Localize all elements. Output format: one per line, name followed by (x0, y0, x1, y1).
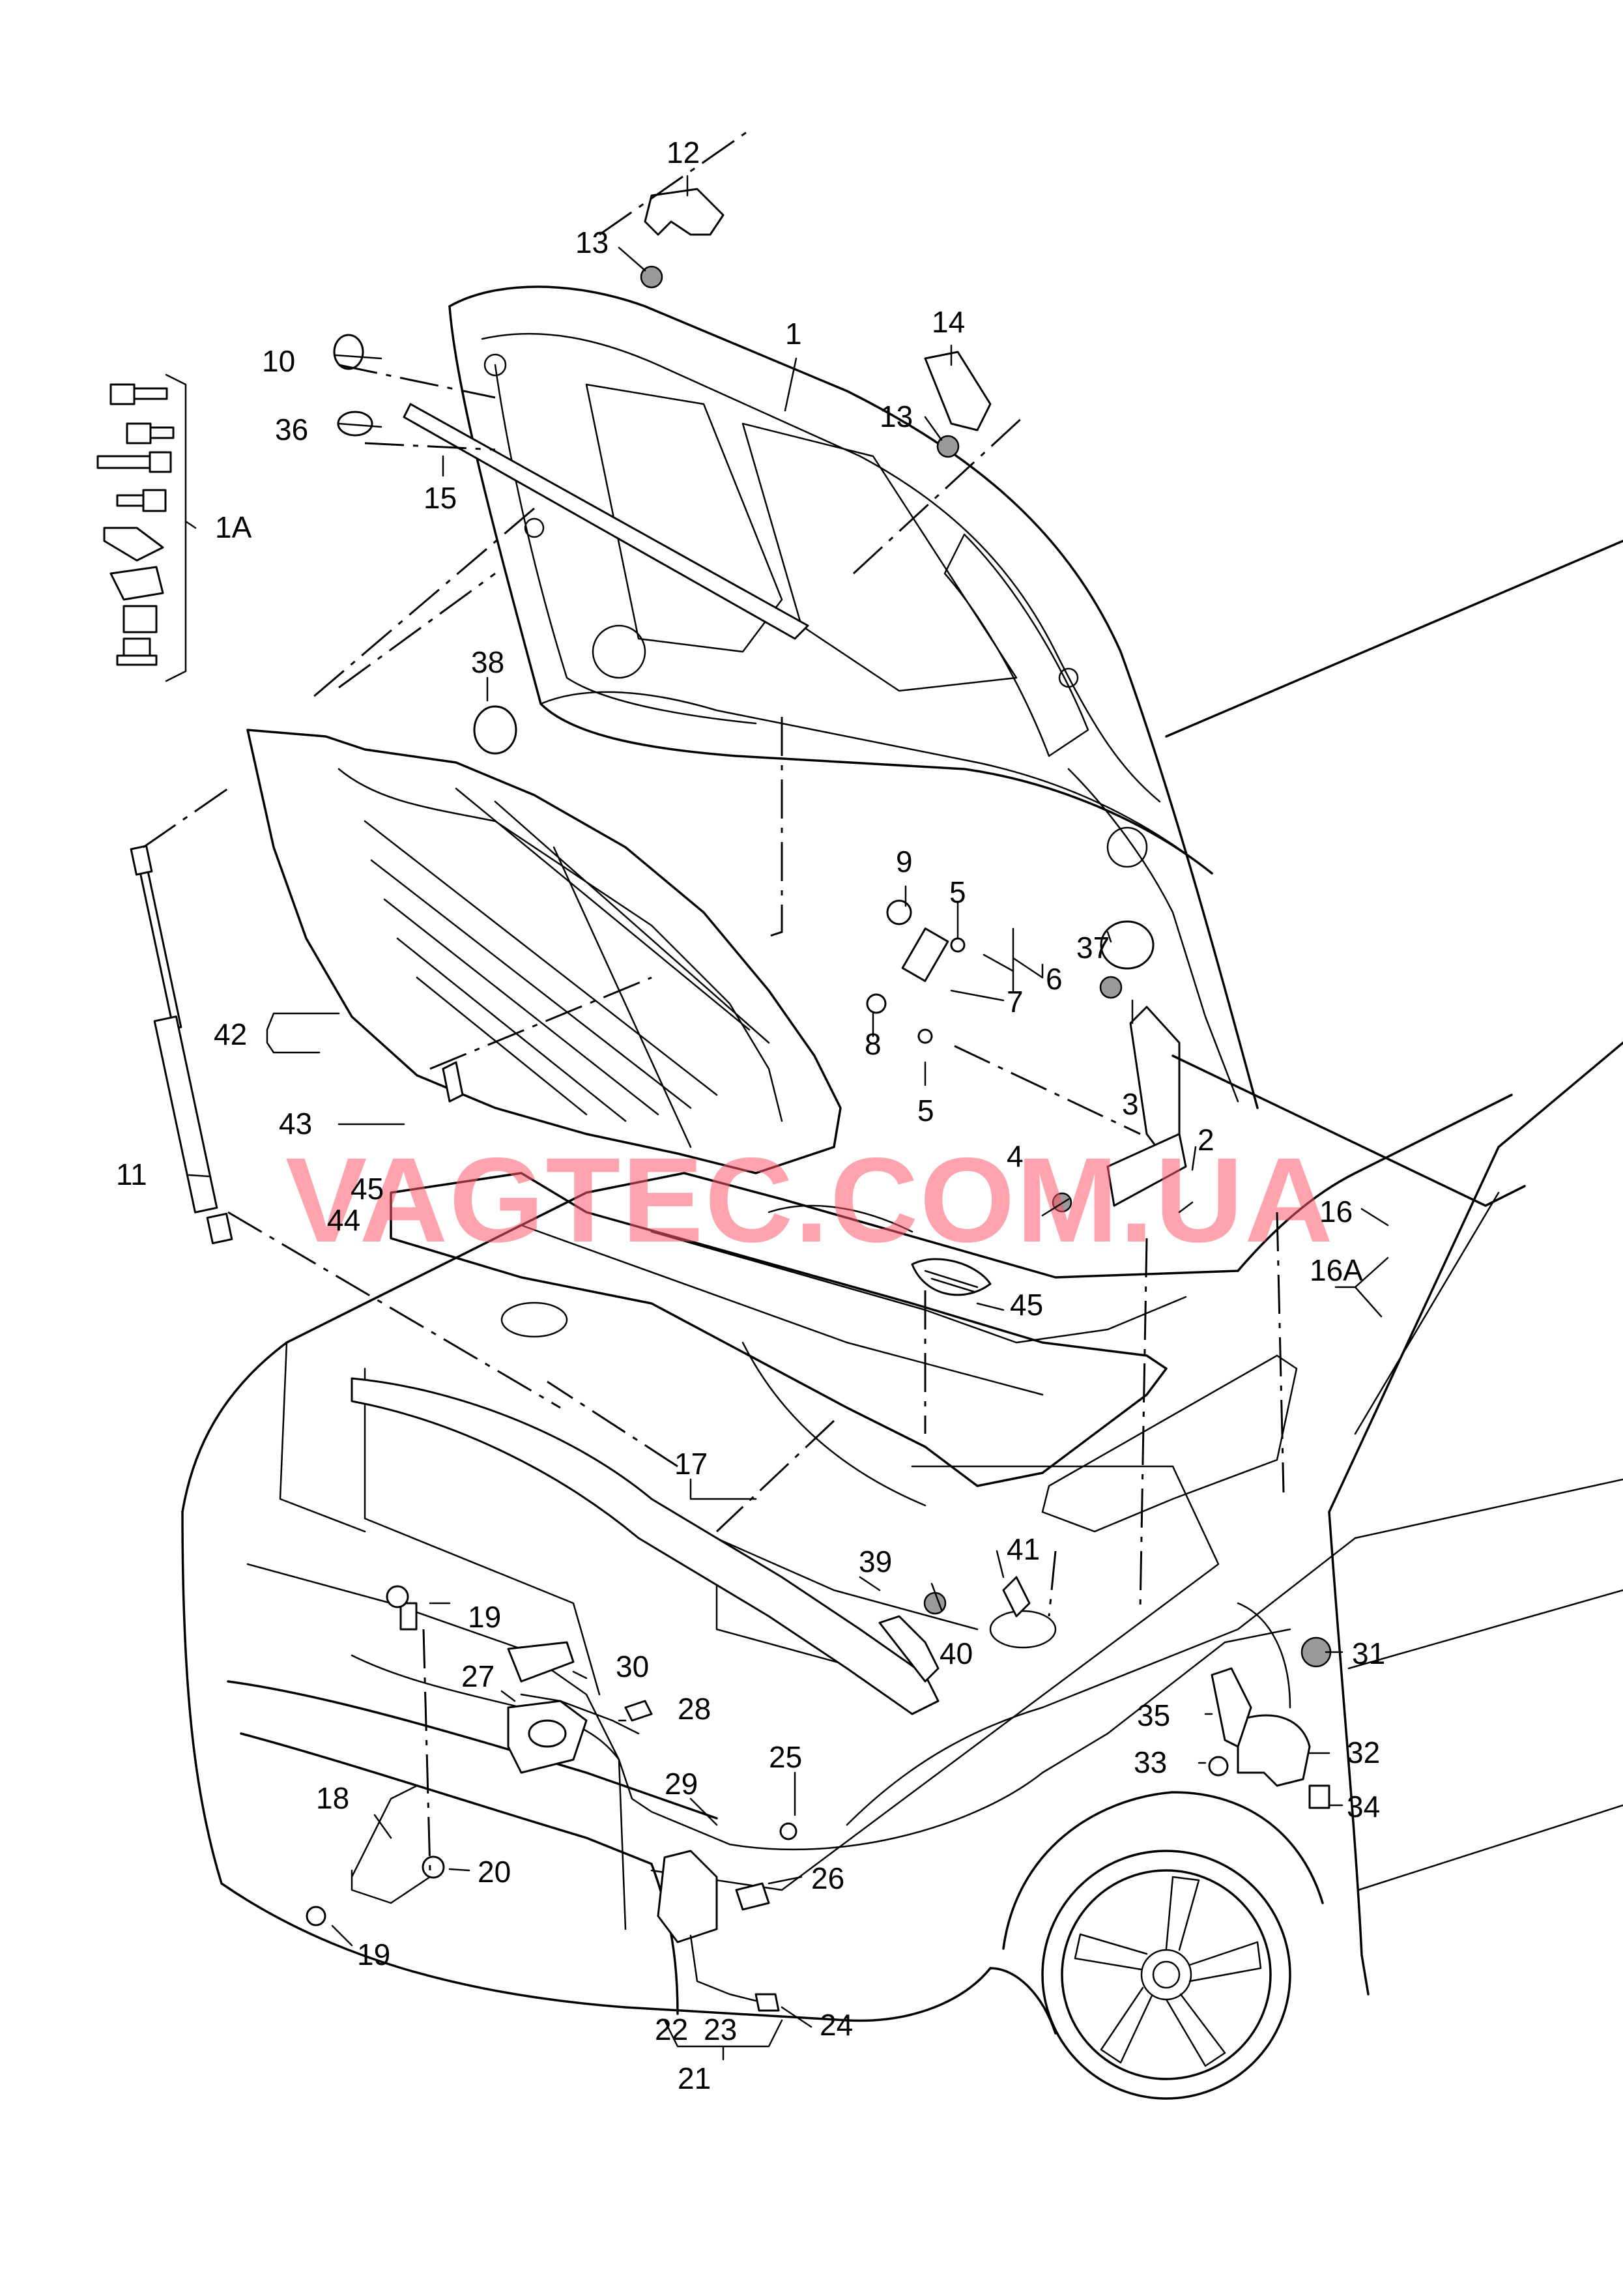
callout-13-upper: 13 (575, 225, 609, 259)
release-cable-and-latch (306, 1576, 1332, 2012)
callout-27: 27 (461, 1659, 495, 1693)
callout-29: 29 (665, 1767, 698, 1801)
alignment-lines (143, 129, 1285, 1871)
callout-38: 38 (471, 645, 504, 679)
callout-44: 44 (327, 1203, 360, 1237)
callout-30: 30 (616, 1649, 649, 1683)
callout-7: 7 (1007, 985, 1024, 1019)
callout-8: 8 (865, 1027, 882, 1061)
callout-10: 10 (262, 344, 295, 378)
callout-45-right: 45 (1010, 1288, 1043, 1322)
callout-16: 16 (1319, 1195, 1353, 1228)
callout-19-lower: 19 (357, 1938, 390, 1971)
callout-33: 33 (1134, 1745, 1167, 1779)
callout-3: 3 (1122, 1087, 1139, 1121)
callout-13-right: 13 (880, 400, 913, 433)
callout-36: 36 (275, 413, 308, 446)
callout-14: 14 (932, 305, 965, 339)
callout-21: 21 (678, 2061, 711, 2095)
front-wheel (1002, 1791, 1324, 2100)
gas-strut (130, 845, 233, 1245)
callout-1A: 1A (215, 510, 252, 544)
callout-41: 41 (1007, 1532, 1040, 1566)
callout-42: 42 (214, 1017, 247, 1051)
callout-22: 22 (655, 2013, 688, 2046)
callout-numbers: 1 1A 2 3 4 5 5 6 7 8 9 10 11 12 13 13 14… (116, 136, 1385, 2095)
callout-45-upper: 45 (351, 1172, 384, 1206)
callout-40: 40 (940, 1636, 973, 1670)
callout-20: 20 (478, 1855, 511, 1889)
callout-43: 43 (279, 1107, 312, 1141)
callout-5-upper: 5 (949, 875, 966, 909)
callout-16A: 16A (1310, 1253, 1363, 1287)
callout-4: 4 (1007, 1139, 1024, 1173)
seal-strip (351, 1377, 940, 1715)
callout-28: 28 (678, 1692, 711, 1726)
callout-6: 6 (1046, 962, 1063, 996)
callout-35: 35 (1137, 1698, 1170, 1732)
callout-2: 2 (1198, 1123, 1214, 1157)
callout-19-upper: 19 (468, 1600, 501, 1634)
callout-9: 9 (896, 845, 913, 879)
callout-26: 26 (811, 1861, 844, 1895)
callout-39: 39 (859, 1545, 892, 1578)
callout-15: 15 (424, 481, 457, 515)
callout-17: 17 (674, 1447, 708, 1481)
callout-31: 31 (1352, 1636, 1385, 1670)
callout-37: 37 (1076, 931, 1110, 965)
callout-32: 32 (1347, 1736, 1380, 1769)
callout-24: 24 (820, 2008, 853, 2042)
callout-34: 34 (1347, 1790, 1380, 1824)
car-body (181, 540, 1623, 2035)
callout-12: 12 (667, 136, 700, 169)
hood-panel (448, 285, 1259, 1109)
callout-1: 1 (785, 317, 802, 351)
hood-hinges-and-fasteners (333, 188, 1187, 1213)
watermark: VAGTEC.COM.UA (285, 1133, 1334, 1268)
cowl-panel (390, 1172, 1298, 1533)
callout-18: 18 (316, 1781, 349, 1815)
hood-insulation-pad (246, 729, 842, 1174)
callout-23: 23 (704, 2013, 737, 2046)
callout-11: 11 (116, 1157, 147, 1191)
leader-lines (188, 175, 1389, 2061)
bolt-set (96, 373, 197, 682)
callout-25: 25 (769, 1740, 802, 1774)
callout-5-lower: 5 (917, 1094, 934, 1127)
